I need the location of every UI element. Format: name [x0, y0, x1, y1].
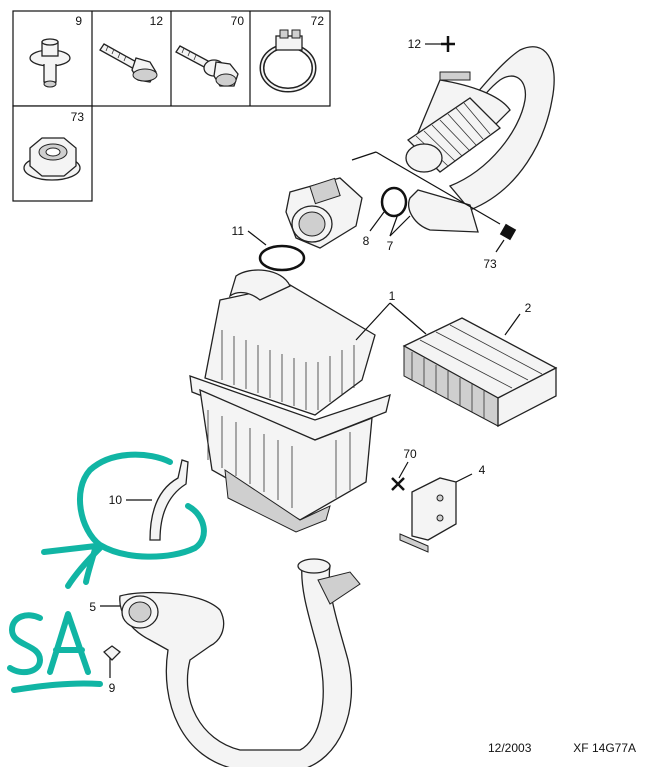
callout-12: 12	[408, 37, 422, 51]
bolt-12-marker	[439, 36, 471, 81]
underline	[11, 680, 103, 693]
callout-2: 2	[525, 301, 532, 315]
callout-8: 8	[363, 234, 370, 248]
letter-s	[7, 612, 43, 676]
callout-11: 11	[232, 224, 245, 238]
hose-clamp-icon	[259, 29, 317, 93]
handwritten-annotation	[7, 451, 207, 693]
rivet-9-marker	[103, 645, 121, 661]
callout-9: 9	[109, 681, 116, 695]
bolt-with-washer-icon	[175, 45, 239, 87]
callout-7: 7	[387, 239, 394, 253]
housing-inlet	[228, 269, 291, 301]
o-ring-8	[380, 186, 408, 218]
housing-ribs	[207, 330, 355, 508]
scribble-loop	[76, 451, 207, 560]
callout-5: 5	[89, 600, 96, 614]
bolt-70-marker	[391, 477, 405, 491]
arrow-head	[41, 543, 99, 585]
mounting-bracket	[399, 477, 457, 553]
legend-ref-72: 72	[311, 14, 325, 28]
intake-hose	[405, 46, 555, 233]
air-filter-housing	[189, 269, 391, 533]
push-rivet-icon	[29, 38, 71, 88]
leader-lines	[100, 43, 521, 678]
air-flow-sensor	[285, 177, 363, 249]
nut-73-marker	[499, 223, 517, 241]
fastener-legend: 9 12 70 72 73	[12, 10, 331, 202]
footer-reference: XF 14G77A	[573, 741, 636, 755]
bolt-icon	[99, 43, 158, 83]
callout-1: 1	[389, 289, 396, 303]
callout-10: 10	[109, 493, 123, 507]
lower-intake-duct	[119, 558, 361, 767]
letter-a	[47, 611, 91, 675]
legend-ref-12: 12	[150, 14, 164, 28]
callout-70: 70	[403, 447, 417, 461]
o-ring-11	[258, 244, 306, 272]
elbow-connector	[408, 189, 479, 233]
drain-tube	[149, 459, 189, 541]
legend-ref-70: 70	[231, 14, 245, 28]
flange-nut-icon	[23, 137, 81, 181]
callout-4: 4	[479, 463, 486, 477]
hose-outlet	[405, 143, 443, 173]
footer-date: 12/2003	[488, 741, 532, 755]
callout-73: 73	[483, 257, 497, 271]
legend-ref-73: 73	[71, 110, 85, 124]
legend-ref-9: 9	[75, 14, 82, 28]
filter-element	[402, 317, 558, 428]
